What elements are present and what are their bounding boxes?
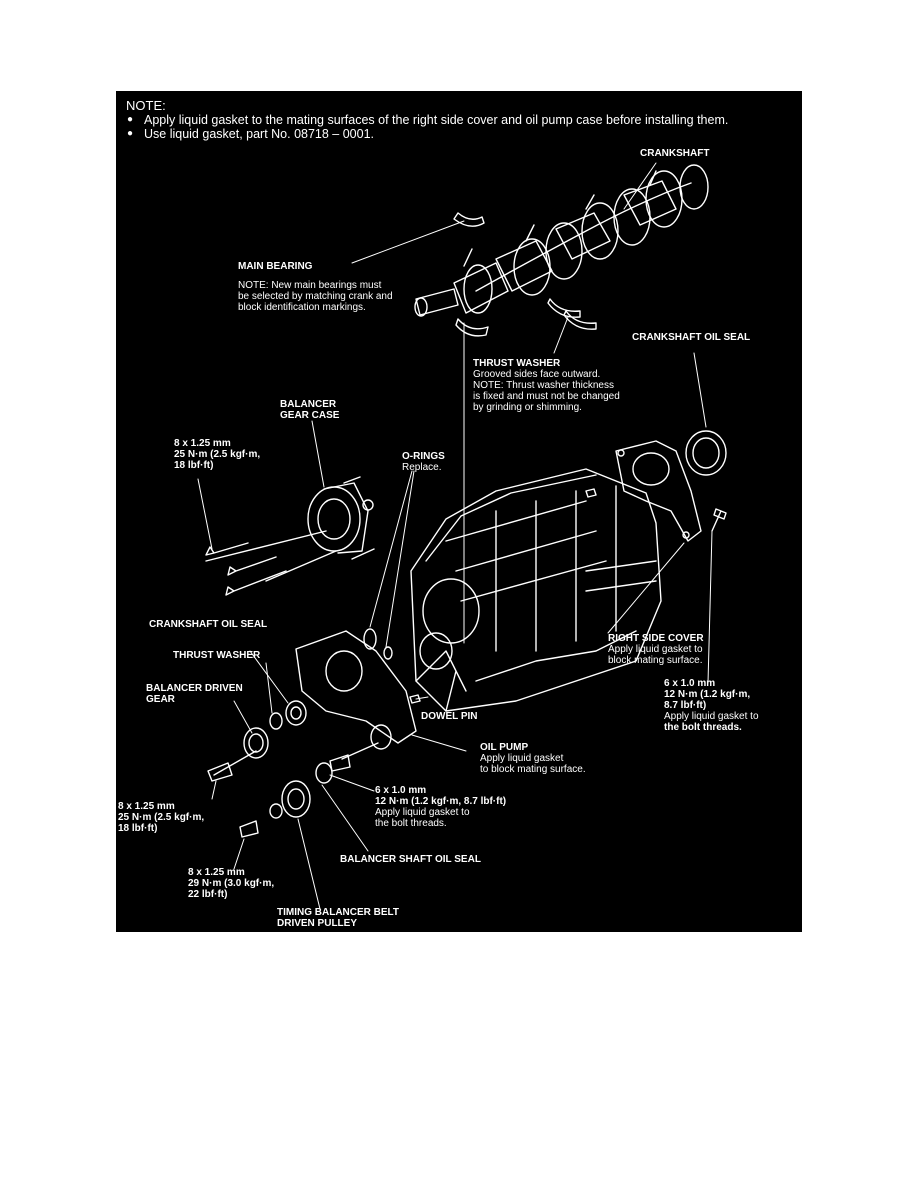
balancer-driven-gear-drawing [243, 727, 269, 759]
label-main-bearing: MAIN BEARING NOTE: New main bearings mus… [238, 261, 393, 313]
label-o-rings: O-RINGS Replace. [402, 451, 445, 473]
note-item: Apply liquid gasket to the mating surfac… [126, 113, 728, 127]
thrust-washer-b [563, 310, 597, 330]
oil-pump-drawing [295, 630, 417, 750]
label-oil-pump: OIL PUMP Apply liquid gasket to block ma… [480, 742, 586, 775]
note-item: Use liquid gasket, part No. 08718 – 0001… [126, 127, 728, 141]
oil-pump-bolt [329, 754, 351, 772]
label-crankshaft-oil-seal-right: CRANKSHAFT OIL SEAL [632, 332, 751, 343]
label-bolt-gear-case: 8 x 1.25 mm 25 N·m (2.5 kgf·m, 18 lbf·ft… [174, 438, 261, 471]
label-balancer-gear-case: BALANCER GEAR CASE [280, 399, 340, 421]
gear-case-bolt-a [205, 542, 249, 556]
label-bolt-right-side: 6 x 1.0 mm 12 N·m (1.2 kgf·m, 8.7 lbf·ft… [664, 678, 759, 733]
label-crankshaft: CRANKSHAFT [640, 148, 710, 159]
right-side-bolt [711, 508, 727, 532]
label-bolt-pulley: 8 x 1.25 mm 29 N·m (3.0 kgf·m, 22 lbf·ft… [188, 867, 275, 900]
note-box: NOTE: Apply liquid gasket to the mating … [126, 98, 728, 142]
note-list: Apply liquid gasket to the mating surfac… [126, 113, 728, 141]
timing-balancer-pulley-drawing [281, 780, 311, 818]
right-side-cover-drawing [615, 440, 702, 542]
diagram-artwork [197, 162, 727, 910]
label-bolt-driven-gear: 8 x 1.25 mm 25 N·m (2.5 kgf·m, 18 lbf·ft… [118, 801, 205, 834]
driven-gear-bolt [207, 762, 233, 782]
balancer-gear-case-drawing [307, 476, 375, 560]
crankshaft-drawing [414, 164, 709, 317]
crankshaft-oil-seal-left-drawing [285, 700, 307, 726]
label-dowel-pin: DOWEL PIN [421, 711, 478, 722]
note-title: NOTE: [126, 98, 166, 113]
o-ring-b [383, 646, 393, 660]
label-balancer-shaft-oil-seal: BALANCER SHAFT OIL SEAL [340, 854, 481, 865]
label-timing-balancer-pulley: TIMING BALANCER BELT DRIVEN PULLEY [277, 907, 400, 929]
balancer-shaft-oil-seal-drawing [315, 762, 333, 784]
pulley-washer [269, 803, 283, 819]
label-thrust-washer-top: THRUST WASHER Grooved sides face outward… [473, 358, 620, 413]
engine-block-drawing [410, 468, 662, 712]
label-bolt-oil-pump: 6 x 1.0 mm 12 N·m (1.2 kgf·m, 8.7 lbf·ft… [375, 785, 507, 829]
label-balancer-driven-gear: BALANCER DRIVEN GEAR [146, 683, 243, 705]
gear-case-bolt-c [225, 570, 287, 596]
label-crankshaft-oil-seal-left: CRANKSHAFT OIL SEAL [149, 619, 268, 630]
main-bearing-upper [453, 212, 485, 227]
dowel-pins [409, 488, 597, 704]
exploded-diagram: NOTE: Apply liquid gasket to the mating … [116, 91, 802, 932]
label-right-side-cover: RIGHT SIDE COVER Apply liquid gasket to … [608, 633, 704, 666]
pulley-bolt [239, 820, 259, 838]
gear-case-bolt-b [227, 556, 277, 576]
main-bearing-lower [455, 318, 489, 337]
label-thrust-washer-left: THRUST WASHER [173, 650, 261, 661]
thrust-washer-a [547, 298, 581, 318]
o-ring-a [363, 628, 377, 650]
crankshaft-oil-seal-right-drawing [685, 430, 727, 476]
thrust-washer-left-drawing [269, 712, 283, 730]
